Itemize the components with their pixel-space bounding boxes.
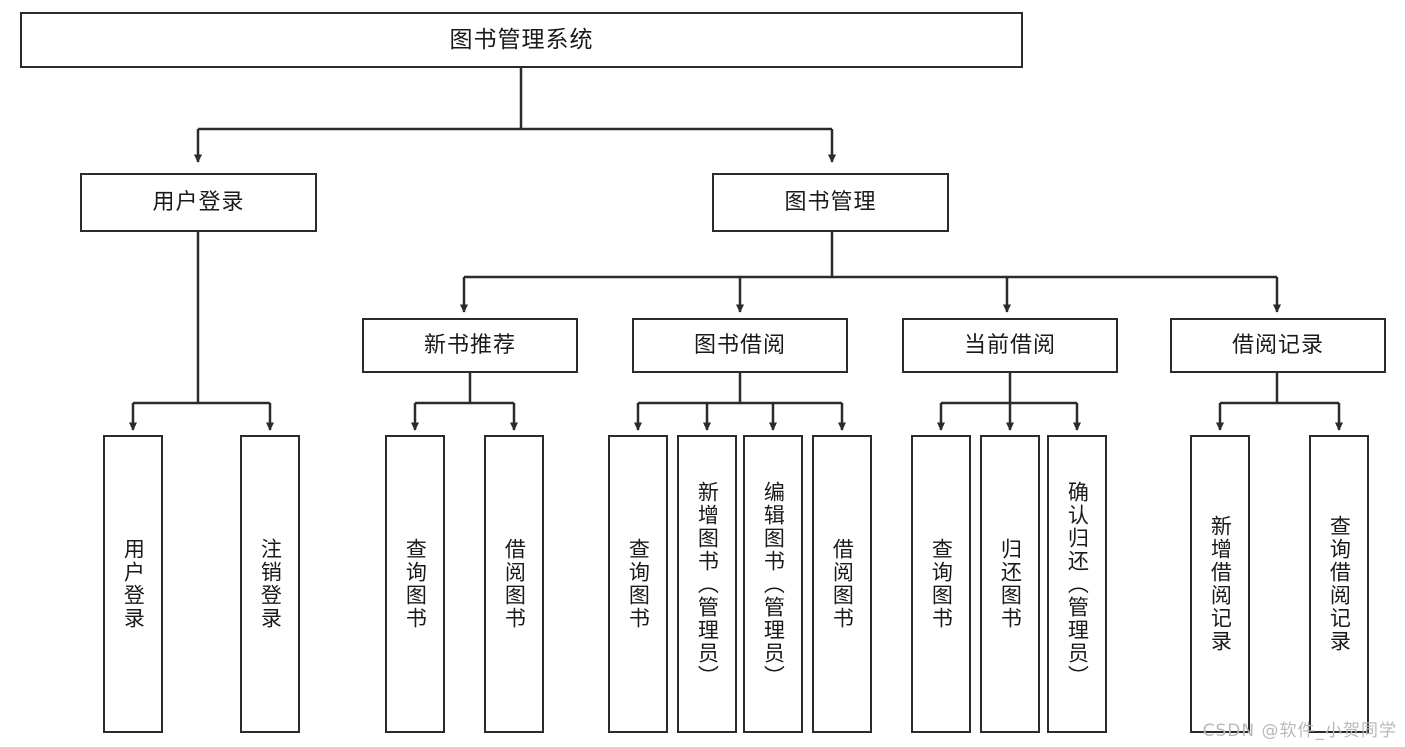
- node-label: 图书管理系统: [449, 26, 594, 53]
- node-leaf-add-borrow-record[interactable]: 新增借阅记录: [1190, 435, 1250, 733]
- node-user-login[interactable]: 用户登录: [80, 173, 317, 232]
- node-label: 新增借阅记录: [1208, 515, 1233, 653]
- node-leaf-add-book-admin[interactable]: 新增图书（管理员）: [677, 435, 737, 733]
- node-label: 查询图书: [929, 538, 954, 630]
- node-book-borrow[interactable]: 图书借阅: [632, 318, 848, 373]
- node-label: 图书管理: [784, 189, 877, 215]
- node-label: 归还图书: [998, 538, 1023, 630]
- node-leaf-borrow-books[interactable]: 借阅图书: [812, 435, 872, 733]
- node-label: 新增图书（管理员）: [695, 480, 720, 688]
- node-leaf-query-borrow-record[interactable]: 查询借阅记录: [1309, 435, 1369, 733]
- node-label: 当前借阅: [963, 332, 1056, 358]
- node-leaf-query-books-borrow[interactable]: 查询图书: [608, 435, 668, 733]
- node-label: 注销登录: [258, 538, 283, 630]
- node-leaf-query-books-current[interactable]: 查询图书: [911, 435, 971, 733]
- node-leaf-query-books-recommend[interactable]: 查询图书: [385, 435, 445, 733]
- node-label: 用户登录: [121, 538, 146, 630]
- node-label: 编辑图书（管理员）: [761, 480, 786, 688]
- node-current-borrow[interactable]: 当前借阅: [902, 318, 1118, 373]
- node-leaf-return-books[interactable]: 归还图书: [980, 435, 1040, 733]
- node-label: 查询图书: [403, 538, 428, 630]
- node-label: 借阅图书: [830, 538, 855, 630]
- node-label: 图书借阅: [693, 332, 786, 358]
- node-label: 新书推荐: [423, 332, 516, 358]
- node-new-book-recommend[interactable]: 新书推荐: [362, 318, 578, 373]
- node-leaf-logout[interactable]: 注销登录: [240, 435, 300, 733]
- node-label: 查询借阅记录: [1327, 515, 1352, 653]
- node-leaf-confirm-return-admin[interactable]: 确认归还（管理员）: [1047, 435, 1107, 733]
- node-book-management[interactable]: 图书管理: [712, 173, 949, 232]
- node-label: 借阅图书: [502, 538, 527, 630]
- node-borrow-record[interactable]: 借阅记录: [1170, 318, 1386, 373]
- node-label: 用户登录: [152, 189, 245, 215]
- csdn-watermark: CSDN @软件_小贺同学: [1202, 721, 1397, 741]
- node-leaf-edit-book-admin[interactable]: 编辑图书（管理员）: [743, 435, 803, 733]
- node-label: 查询图书: [626, 538, 651, 630]
- node-root-book-management-system[interactable]: 图书管理系统: [20, 12, 1023, 68]
- node-label: 借阅记录: [1231, 332, 1324, 358]
- node-leaf-user-login[interactable]: 用户登录: [103, 435, 163, 733]
- node-label: 确认归还（管理员）: [1065, 480, 1090, 688]
- node-leaf-borrow-books-recommend[interactable]: 借阅图书: [484, 435, 544, 733]
